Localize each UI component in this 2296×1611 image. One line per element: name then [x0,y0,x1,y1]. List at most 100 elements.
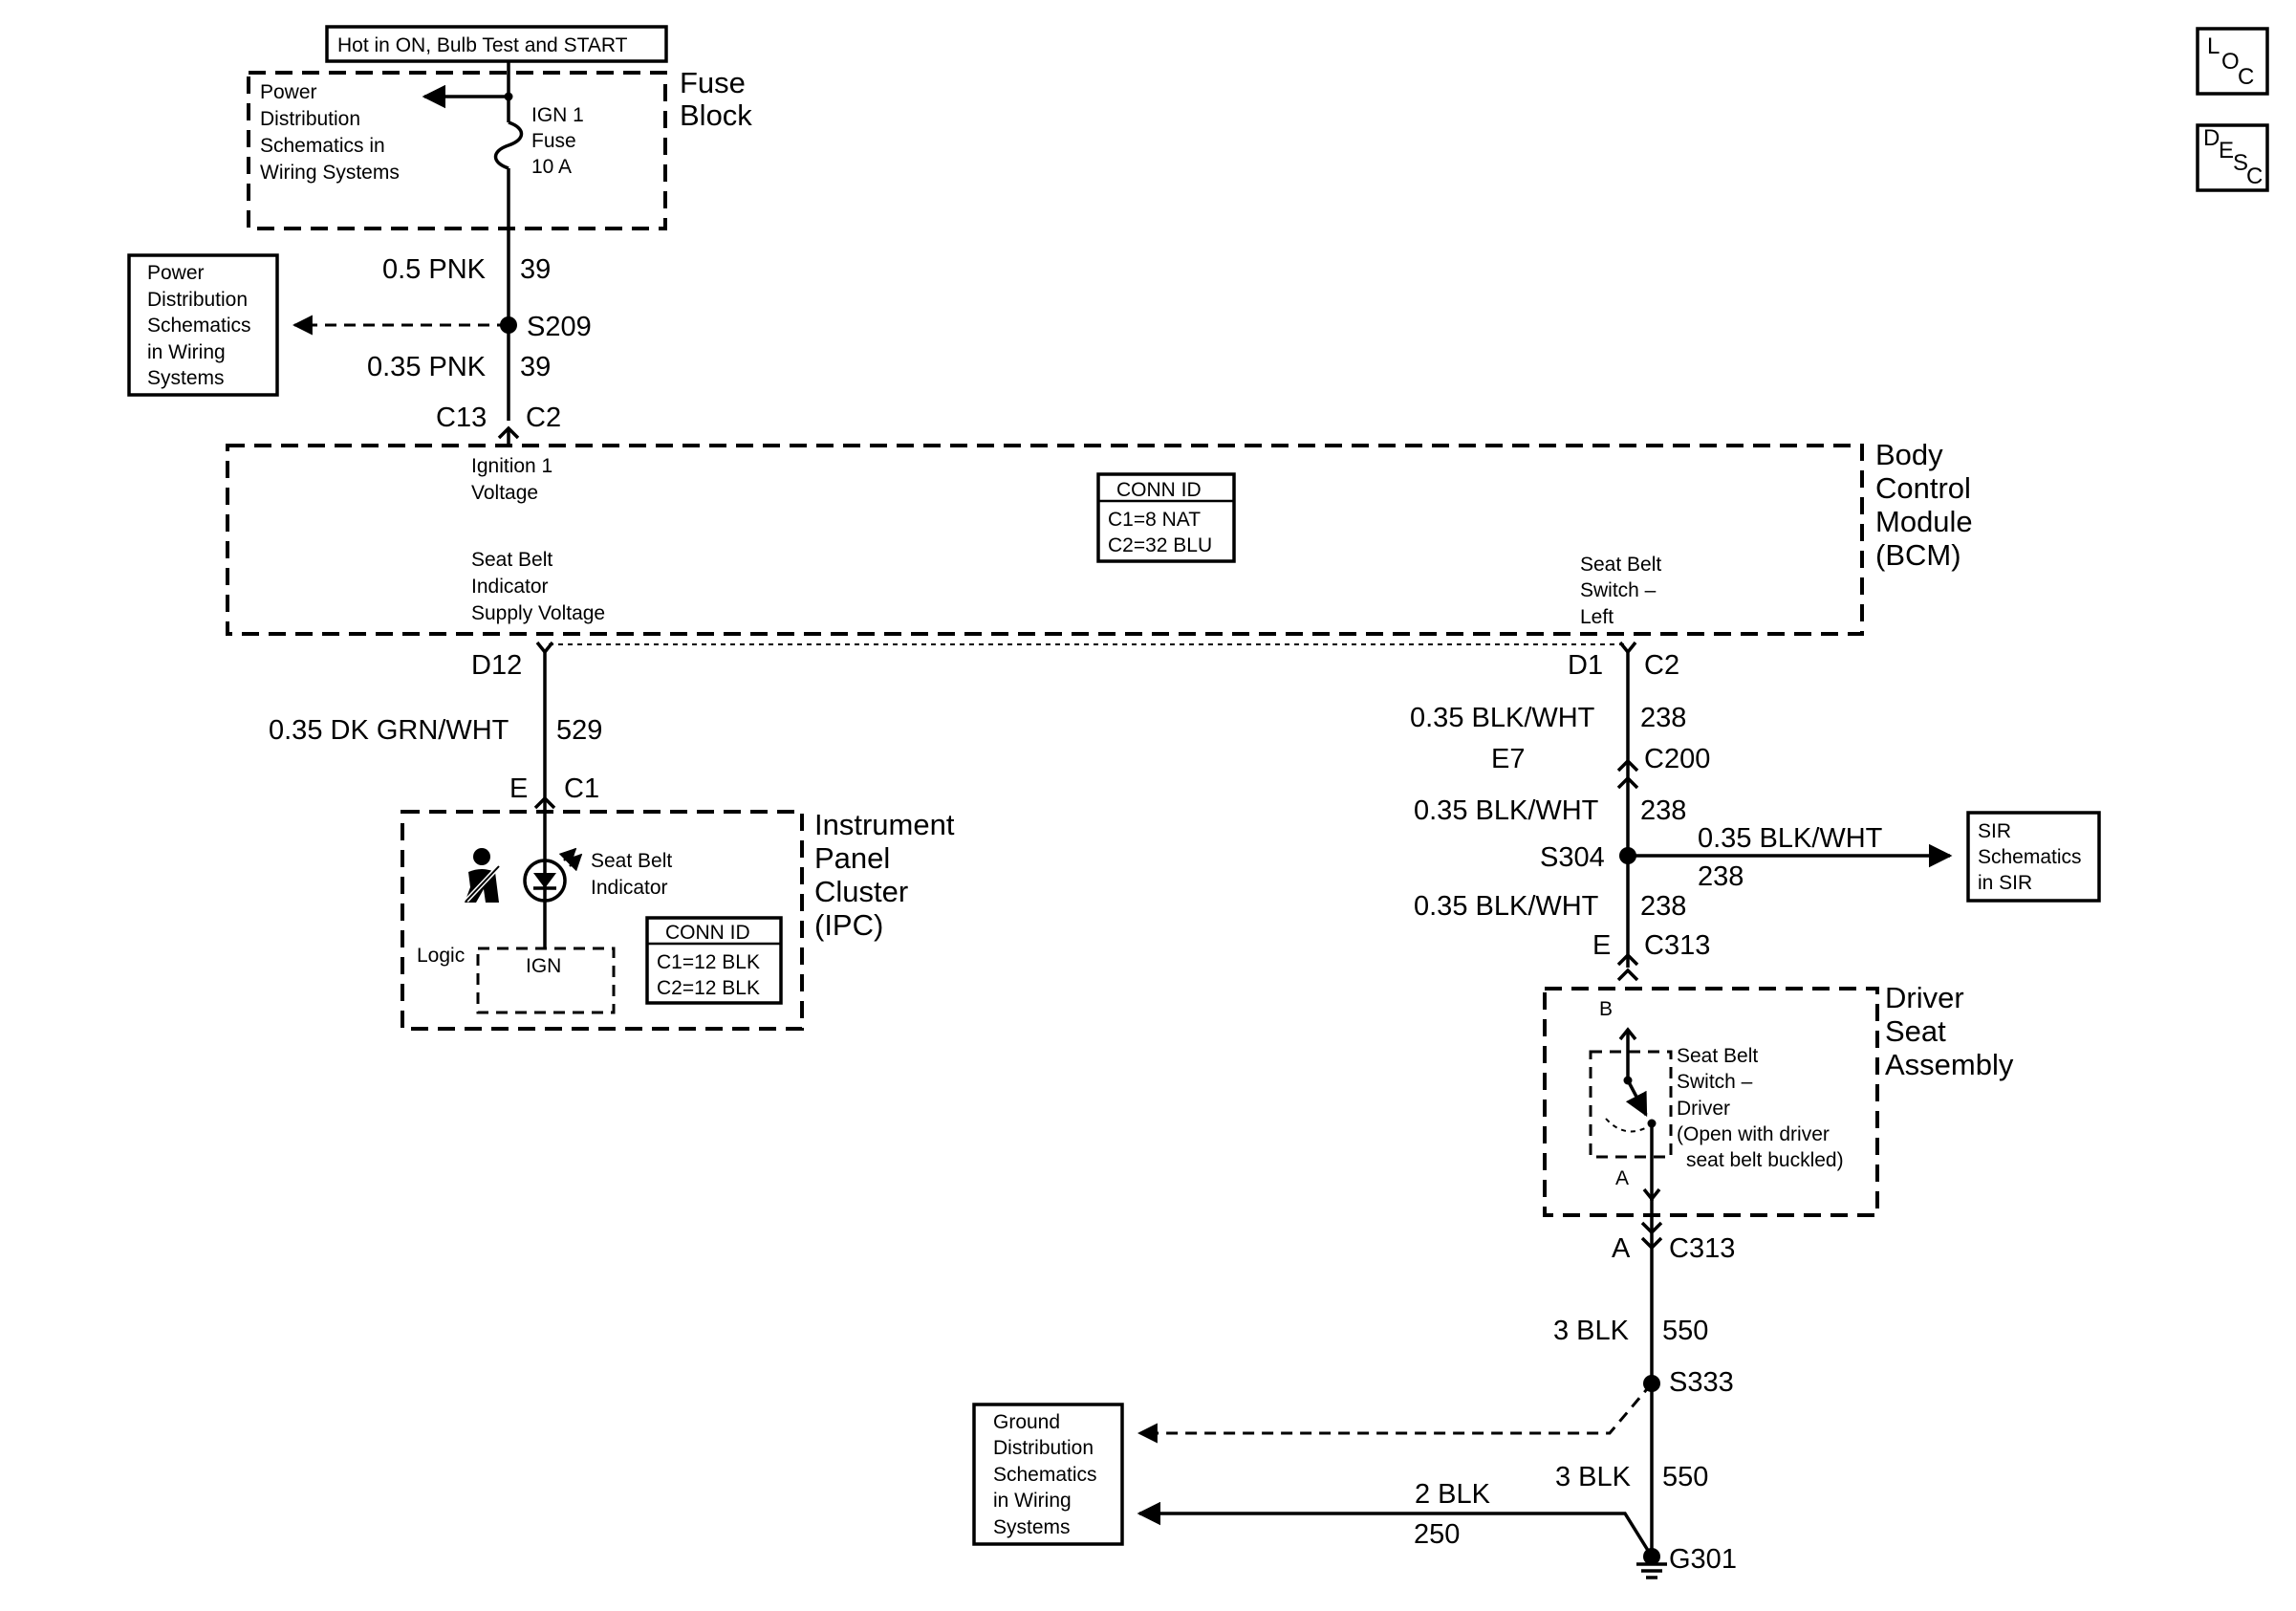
svg-text:Instrument: Instrument [814,808,955,841]
svg-text:Schematics: Schematics [147,315,251,337]
connector-c313-bottom: C313 [1669,1233,1735,1264]
svg-text:Hot in ON, Bulb Test and START: Hot in ON, Bulb Test and START [337,34,628,56]
svg-text:(IPC): (IPC) [814,908,883,942]
svg-text:Seat Belt: Seat Belt [591,850,672,872]
wire-gauge-035-blk-wht-sir: 0.35 BLK/WHT [1698,823,1883,854]
connector-c200: C200 [1644,744,1710,774]
wire-gauge-035-dk-grn-wht: 0.35 DK GRN/WHT [269,715,509,746]
ground-wire-250 [1137,1501,1654,1557]
svg-text:C1=12 BLK: C1=12 BLK [657,951,760,973]
bcm-ignition-label: Ignition 1 Voltage [471,455,552,504]
svg-text:Indicator: Indicator [591,877,668,899]
connector-c313-top-symbol [1616,952,1639,982]
svg-text:Fuse: Fuse [531,130,576,152]
svg-text:L: L [2207,33,2220,59]
svg-text:Driver: Driver [1677,1098,1730,1120]
svg-text:SIR: SIR [1978,820,2011,842]
connector-c1-chevron [533,795,556,810]
svg-text:Driver: Driver [1885,981,1964,1014]
svg-text:in SIR: in SIR [1978,872,2032,894]
bcm-supply-label: Seat Belt Indicator Supply Voltage [471,549,605,624]
circuit-250: 250 [1414,1519,1460,1550]
bcm-outline [226,444,1864,636]
splice-s209-dot [500,316,517,334]
svg-text:Systems: Systems [147,367,225,389]
svg-text:Body: Body [1875,438,1943,471]
desc-icon[interactable]: D E S C [2196,123,2269,192]
svg-text:Indicator: Indicator [471,576,549,598]
connector-c313-top: C313 [1644,930,1710,961]
svg-text:Wiring Systems: Wiring Systems [260,162,400,184]
svg-text:O: O [2221,49,2240,75]
ipc-conn-id-table: CONN ID C1=12 BLK C2=12 BLK [645,916,783,1005]
wire-gauge-035-pnk: 0.35 PNK [367,352,487,382]
svg-text:Seat Belt: Seat Belt [471,549,552,571]
svg-text:Voltage: Voltage [471,482,538,504]
svg-text:Schematics: Schematics [993,1464,1097,1486]
fuse-block-power-dist-text: Power Distribution Schematics in Wiring … [260,81,400,184]
svg-text:Fuse: Fuse [680,66,746,99]
driver-seat-label: Driver Seat Assembly [1885,981,2014,1081]
splice-s333-label: S333 [1669,1367,1734,1398]
svg-text:Supply Voltage: Supply Voltage [471,602,605,624]
fuse-block-label: Fuse Block [680,66,752,132]
circuit-238-2: 238 [1640,795,1686,826]
pin-b: B [1599,998,1613,1020]
svg-text:C: C [2238,64,2254,90]
wire-gauge-05-pnk: 0.5 PNK [382,254,487,285]
bcm-conn-id-table: CONN ID C1=8 NAT C2=32 BLU [1096,472,1236,563]
svg-text:CONN ID: CONN ID [665,922,750,944]
ipc-ign-label: IGN [526,955,561,977]
circuit-39-upper: 39 [520,254,551,285]
svg-text:in Wiring: in Wiring [993,1490,1072,1512]
ipc-label: Instrument Panel Cluster (IPC) [814,808,955,942]
svg-text:Ground: Ground [993,1411,1060,1433]
svg-text:C2=12 BLK: C2=12 BLK [657,977,760,999]
splice-s209-label: S209 [527,312,592,342]
svg-text:seat belt buckled): seat belt buckled) [1686,1149,1844,1171]
driver-switch-box [1589,1050,1673,1159]
pin-a-c313: A [1612,1233,1631,1264]
svg-text:Power: Power [260,81,317,103]
svg-text:Assembly: Assembly [1885,1048,2014,1081]
pin-a-seat: A [1615,1167,1629,1189]
bcm-switch-label: Seat Belt Switch – Left [1580,554,1661,628]
svg-text:S: S [2233,150,2248,176]
pin-d1: D1 [1568,650,1603,681]
svg-text:Control: Control [1875,471,1971,505]
ipc-ign-box [476,947,616,1014]
ipc-outline [401,810,804,1031]
svg-text:C2=32 BLU: C2=32 BLU [1108,534,1212,556]
svg-text:Distribution: Distribution [147,289,248,311]
power-dist-box: Power Distribution Schematics in Wiring … [127,253,279,397]
circuit-39-lower: 39 [520,352,551,382]
splice-s304-label: S304 [1540,842,1605,873]
svg-text:Switch –: Switch – [1580,579,1657,601]
ground-g301-label: G301 [1669,1544,1737,1575]
svg-text:Schematics: Schematics [1978,846,2082,868]
svg-text:Power: Power [147,262,205,284]
connector-c313-bottom-symbol [1640,1221,1663,1251]
seat-belt-indicator-led-icon [523,847,583,903]
wire-gauge-035-blk-wht-3: 0.35 BLK/WHT [1414,891,1599,922]
connector-d12-fork [535,641,554,655]
sir-box: SIR Schematics in SIR [1966,811,2101,903]
switch-travel-arc [1605,1118,1650,1133]
s333-branch-dashed [1137,1382,1654,1444]
svg-text:E: E [2219,138,2234,163]
svg-text:10 A: 10 A [531,156,572,178]
svg-text:in Wiring: in Wiring [147,341,226,363]
circuit-529: 529 [556,715,602,746]
connector-c200-symbol [1616,758,1639,790]
connector-d1-fork [1618,641,1637,655]
ground-dist-box: Ground Distribution Schematics in Wiring… [972,1403,1124,1546]
circuit-238-1: 238 [1640,703,1686,733]
wire-gauge-2-blk: 2 BLK [1415,1479,1491,1510]
driver-seat-outline [1543,987,1879,1217]
svg-text:Distribution: Distribution [260,108,360,130]
svg-text:(BCM): (BCM) [1875,538,1961,572]
loc-icon[interactable]: L O C [2196,27,2269,96]
svg-text:Seat Belt: Seat Belt [1677,1045,1758,1067]
pin-e-c313: E [1592,930,1611,961]
